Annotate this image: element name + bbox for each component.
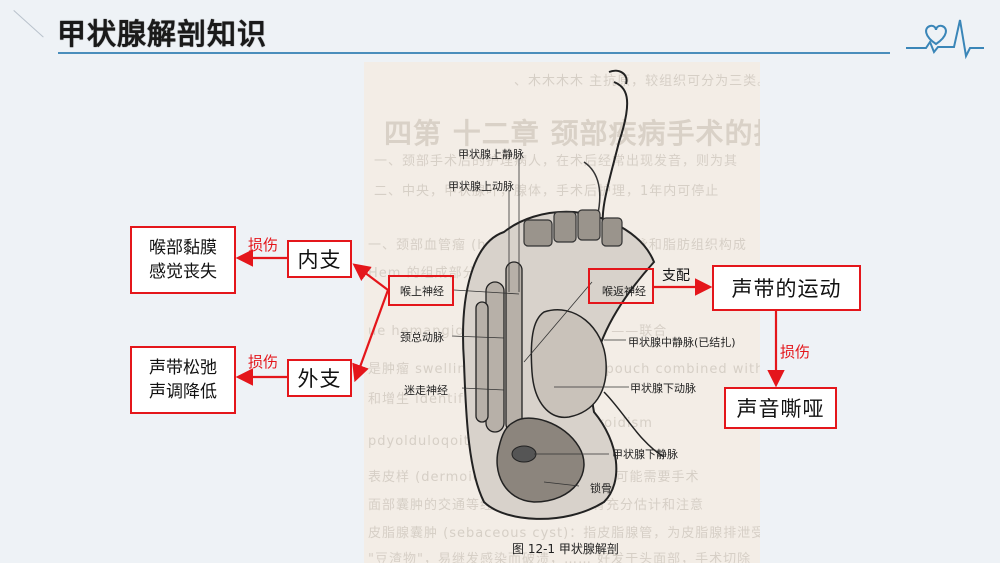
internal-branch-label: 内支 — [297, 248, 342, 272]
background-text: 、木木木木 主抗原，较组织可分为三类。 — [514, 74, 760, 89]
label-sup-thyroid-vein: 甲状腺上静脉 — [458, 148, 524, 161]
external-result-line2: 声调降低 — [149, 382, 217, 402]
background-text: 皮脂腺囊肿 (sebaceous cyst)：指皮脂腺管，为皮脂腺排泄受阻所形成… — [368, 526, 760, 541]
recurrent-injury-label: 损伤 — [780, 343, 811, 361]
innervates-label: 支配 — [662, 268, 690, 284]
label-common-carotid: 颈总动脉 — [400, 331, 444, 344]
recurrent-laryngeal-nerve-highlight — [588, 268, 654, 304]
internal-result-line1: 喉部黏膜 — [149, 238, 217, 258]
internal-injury-label: 损伤 — [248, 236, 279, 254]
label-vagus-nerve: 迷走神经 — [404, 384, 448, 397]
label-sup-thyroid-artery: 甲状腺上动脉 — [448, 180, 514, 193]
label-inf-thyroid-vein: 甲状腺下静脉 — [612, 448, 678, 461]
sup-laryngeal-nerve-highlight — [388, 275, 454, 306]
label-mid-thyroid-vein: 甲状腺中静脉(已结扎) — [628, 336, 736, 349]
vocal-cord-movement-box: 声带的运动 — [712, 265, 861, 311]
figure-caption: 图 12-1 甲状腺解剖 — [512, 542, 619, 556]
background-text: 四第 十二章 颈部疾病手术的护理 — [384, 117, 760, 150]
label-inf-thyroid-artery: 甲状腺下动脉 — [630, 382, 696, 395]
internal-branch-box: 内支 — [287, 240, 352, 278]
background-text: 二、中央，甲状腺叶，腺体，手术后护理，1年内可停止 — [374, 184, 720, 199]
corner-decoration — [13, 10, 44, 38]
label-sup-laryngeal-nerve: 喉上神经 — [400, 285, 444, 298]
external-injury-label: 损伤 — [248, 353, 279, 371]
label-recurrent-laryngeal-nerve: 喉返神经 — [602, 285, 646, 298]
internal-branch-result-box: 喉部黏膜 感觉丧失 — [130, 226, 236, 294]
external-branch-box: 外支 — [287, 359, 352, 397]
vocal-cord-movement-label: 声带的运动 — [731, 277, 842, 301]
external-branch-label: 外支 — [297, 367, 342, 391]
thyroid-anatomy-figure: 、木木木木 主抗原，较组织可分为三类。 四第 十二章 颈部疾病手术的护理 一、颈… — [364, 62, 760, 563]
hoarseness-label: 声音嘶哑 — [736, 397, 825, 421]
anatomy-drawing — [451, 69, 665, 520]
title-underline — [58, 52, 890, 54]
page-title: 甲状腺解剖知识 — [57, 17, 268, 51]
heart-ecg-icon — [906, 19, 984, 60]
hoarseness-box: 声音嘶哑 — [724, 387, 837, 429]
background-text: "豆渣物"，易继发感染而破溃，…… 好发于头面部，手术切除 — [368, 552, 752, 563]
external-result-line1: 声带松弛 — [149, 358, 217, 378]
label-clavicle: 锁骨 — [590, 482, 612, 495]
external-branch-result-box: 声带松弛 声调降低 — [130, 346, 236, 414]
background-text: 一、颈部手术后的护理病人，在术后经常出现发音，则为其 — [374, 154, 739, 169]
internal-result-line2: 感觉丧失 — [149, 262, 217, 282]
